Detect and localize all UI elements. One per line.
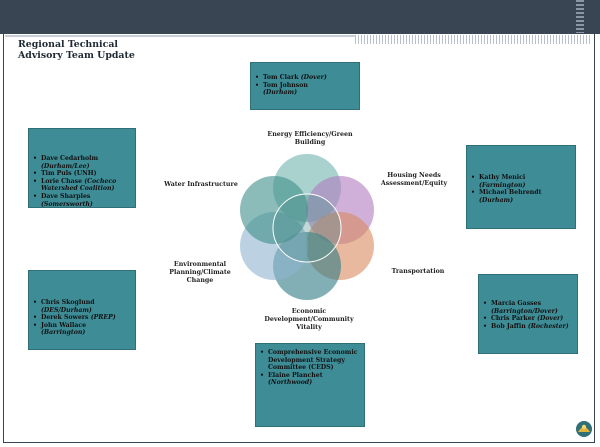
team-box-economic: Comprehensive Economic Development Strat… [255,343,365,427]
member-affiliation: (Dover) [300,74,327,81]
member-name: Dave Sharples [41,192,91,200]
corner-logo-icon [576,421,592,437]
label-housing: Housing Needs Assessment/Equity [374,172,454,188]
member-name: Tom Clark [263,74,299,81]
member-item: Tom Johnson(Durham) [255,81,353,97]
member-name: Bob Jaffin [491,322,526,330]
member-name: Marcia Gasses [491,300,542,307]
member-affiliation: (Durham/Lee) [41,162,90,170]
slide-title-line-1: Regional Technical [18,39,118,50]
label-environmental-line-1: Environmental [173,261,227,268]
member-name: Derek Sowers [41,314,89,322]
member-name: Dave Cedarholm [41,155,99,162]
team-box-energy: Tom Clark (Dover) Tom Johnson(Durham) [250,62,360,110]
slide-title: Regional Technical Advisory Team Update [18,39,178,61]
header-stripe [576,0,584,34]
slide-title-line-2: Advisory Team Update [18,50,135,61]
member-name: Comprehensive Economic Development Strat… [268,349,358,372]
member-item: Dave Cedarholm(Durham/Lee) [33,155,131,170]
member-affiliation: (Farmington) [479,181,526,189]
member-item: Michael Behrendt(Durham) [471,189,571,204]
member-item: Bob Jaffin (Rochester) [483,322,573,331]
member-affiliation: (PREP) [90,314,116,322]
label-water: Water Infrastructure [164,181,238,188]
label-energy-line-2: Building [294,138,326,146]
member-affiliation: (Rochester) [527,322,569,330]
label-economic: Economic Development/Community Vitality [254,308,364,331]
petal-water [240,176,308,244]
petal-diagram [240,154,374,300]
member-item: Kathy Menici(Farmington) [471,174,571,189]
member-name: Michael Behrendt [479,189,542,197]
slide-frame [3,33,595,443]
member-item: Derek Sowers (PREP) [33,314,131,322]
label-energy: Energy Efficiency/Green Building [250,131,370,147]
team-box-water: Dave Cedarholm(Durham/Lee) Tim Puls (UNH… [28,128,136,208]
member-item: Tim Puls (UNH) [33,170,131,178]
member-affiliation: (Barrington) [41,329,86,337]
title-rule-hatch [355,35,591,44]
label-housing-line-2: Assessment/Equity [380,179,448,187]
member-name: Lorie Chase [41,177,83,185]
member-affiliation: (Cocheco Watershed Coalition) [41,177,117,193]
label-environmental-line-2: Planning/Climate [169,268,231,276]
member-affiliation: (DES/Durham) [41,306,92,314]
label-economic-line-2: Development/Community [264,315,354,323]
label-environmental-line-3: Change [186,276,214,284]
member-item: Tom Clark (Dover) [255,74,353,82]
member-affiliation: (Northwood) [268,379,313,387]
member-item: Chris Skoglund(DES/Durham) [33,299,131,314]
member-name: Chris Skoglund [41,299,95,306]
header-bar [0,0,600,34]
member-affiliation: (Barrington/Dover) [491,307,558,315]
member-affiliation: (Durham) [263,89,298,97]
member-name: Kathy Menici [479,174,526,181]
member-item: John Wallace(Barrington) [33,321,131,337]
title-rule [5,35,355,37]
team-box-housing: Kathy Menici(Farmington) Michael Behrend… [466,145,576,229]
label-economic-line-1: Economic [291,308,327,315]
member-name: Elaine Planchet [268,371,323,379]
member-affiliation: (Durham) [479,196,514,204]
member-item: Comprehensive Economic Development Strat… [260,349,360,372]
label-transportation: Transportation [391,268,445,275]
member-item: Marcia Gasses(Barrington/Dover) [483,300,573,315]
label-energy-line-1: Energy Efficiency/Green [267,131,353,138]
member-name: John Wallace [41,321,87,329]
member-name: Chris Parker [491,315,535,323]
label-environmental: Environmental Planning/Climate Change [160,261,240,284]
member-item: Lorie Chase (Cocheco Watershed Coalition… [33,177,131,193]
team-box-transportation: Marcia Gasses(Barrington/Dover) Chris Pa… [478,274,578,354]
member-item: Elaine Planchet(Northwood) [260,371,360,387]
member-affiliation: (Dover) [537,315,564,323]
label-housing-line-1: Housing Needs [387,172,441,179]
label-economic-line-3: Vitality [296,323,322,331]
member-affiliation: (Somersworth) [41,200,93,208]
member-name: Tom Johnson [263,81,308,89]
member-item: Chris Parker (Dover) [483,315,573,323]
member-name: Tim Puls (UNH) [41,170,97,178]
member-item: Dave Sharples(Somersworth) [33,192,131,208]
petal-center [272,193,342,263]
team-box-environmental: Chris Skoglund(DES/Durham) Derek Sowers … [28,270,136,350]
